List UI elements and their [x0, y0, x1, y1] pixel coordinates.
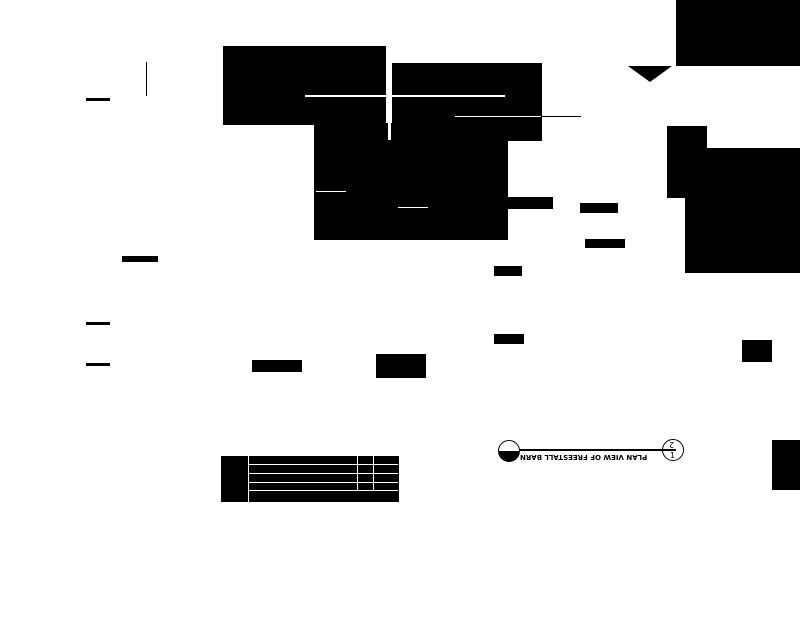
table-line: [373, 456, 374, 491]
region-block: [376, 354, 426, 378]
title-underline: [498, 449, 676, 451]
section-circle-left: [498, 440, 520, 462]
detail-line: [398, 207, 428, 208]
table-line: [248, 482, 398, 483]
region-block: [508, 197, 553, 209]
region-block: [252, 360, 302, 372]
grid-line: [122, 256, 158, 262]
north-arrow-icon: [628, 66, 672, 82]
grid-line: [86, 98, 110, 101]
region-block: [314, 123, 508, 240]
region-block: [676, 0, 800, 66]
region-block: [772, 440, 800, 490]
drawing-title: PLAN VIEW OF FREESTALL BARN: [520, 453, 648, 461]
region-block: [580, 203, 618, 213]
detail-line: [388, 80, 391, 140]
title-block-table: [221, 456, 399, 502]
detail-number-top: 2: [669, 440, 675, 449]
grid-line: [86, 363, 110, 366]
region-block: [223, 46, 386, 125]
table-line: [357, 456, 358, 491]
table-line: [248, 464, 398, 465]
table-line: [248, 473, 398, 474]
detail-number-bottom: 1: [670, 451, 676, 460]
detail-line: [305, 95, 505, 97]
region-block: [494, 266, 522, 276]
grid-line: [86, 322, 110, 325]
region-block: [742, 340, 772, 362]
grid-line: [146, 62, 147, 96]
region-block: [685, 148, 800, 273]
table-line: [248, 456, 249, 502]
region-block: [585, 239, 625, 248]
table-line: [248, 490, 398, 491]
detail-line: [455, 116, 575, 117]
detail-line: [316, 191, 346, 192]
grid-line: [541, 116, 581, 117]
detail-circle: [662, 439, 684, 461]
region-block: [494, 334, 524, 344]
